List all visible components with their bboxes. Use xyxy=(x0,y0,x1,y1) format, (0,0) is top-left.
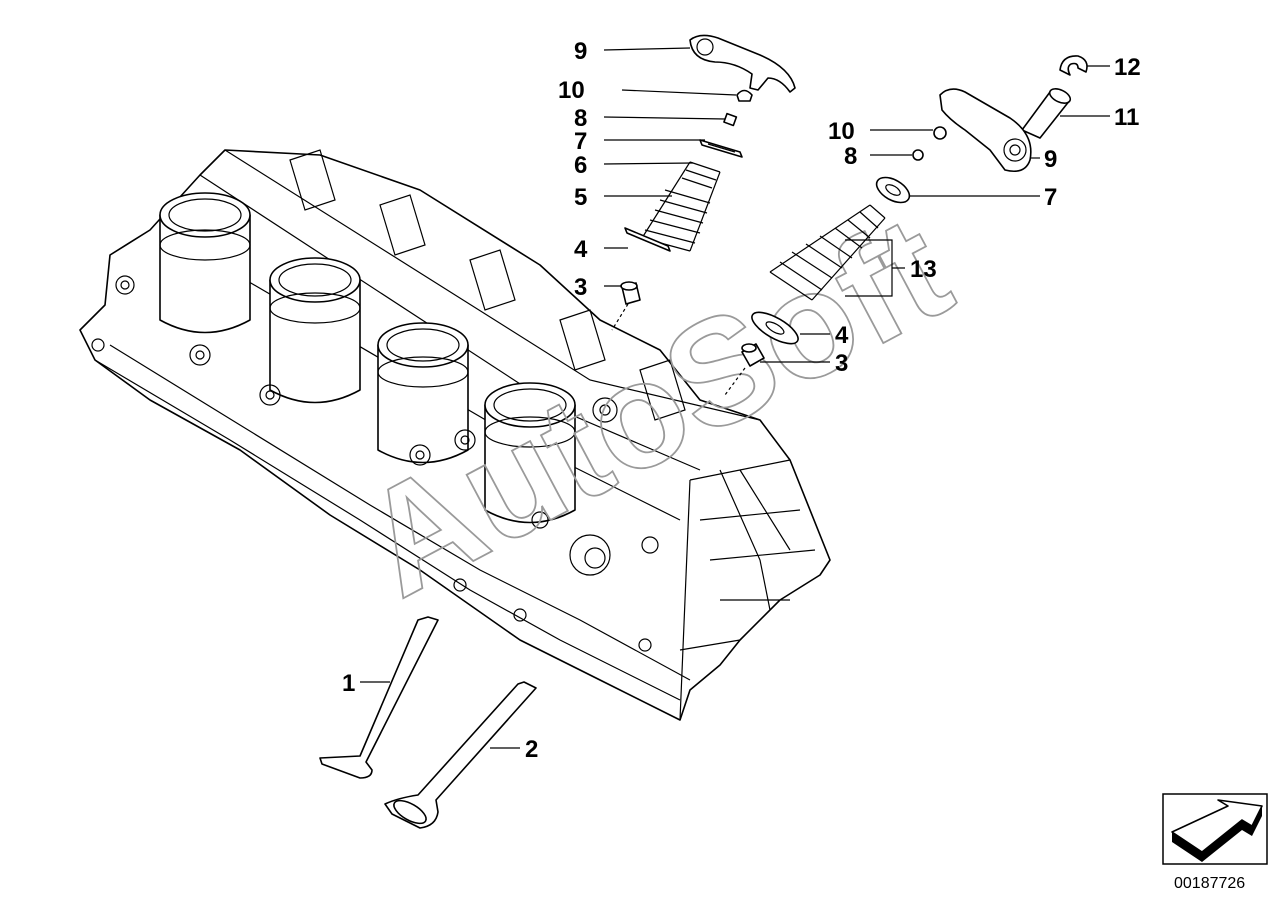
callout-2: 2 xyxy=(525,736,538,763)
callout-13: 13 xyxy=(910,256,937,283)
callout-9-right: 9 xyxy=(1044,146,1057,173)
cam-journals xyxy=(289,149,686,421)
valve-spring-right xyxy=(769,204,886,301)
callout-8-right: 8 xyxy=(844,143,857,170)
left-valve-stack xyxy=(611,34,796,331)
document-number: 00187726 xyxy=(1174,875,1245,892)
callout-4-right: 4 xyxy=(835,322,849,349)
callout-10-left: 10 xyxy=(558,77,585,104)
callout-11: 11 xyxy=(1114,104,1139,131)
right-valve-stack xyxy=(724,55,1088,396)
callout-5: 5 xyxy=(574,184,587,211)
rocker-arm-right xyxy=(939,88,1032,173)
callout-7-left: 7 xyxy=(574,128,587,155)
plug-well-2 xyxy=(269,257,361,404)
callout-labels: 9 10 8 7 6 5 4 3 12 11 10 8 9 7 13 4 3 1… xyxy=(342,38,1141,763)
callout-1: 1 xyxy=(342,670,355,697)
bolt-bosses xyxy=(91,275,659,652)
plug-well-4 xyxy=(484,382,576,524)
plug-well-1 xyxy=(159,192,251,334)
leader-lines xyxy=(360,47,1110,749)
callout-7-right: 7 xyxy=(1044,184,1057,211)
callout-12: 12 xyxy=(1114,54,1141,81)
callout-3-right: 3 xyxy=(835,350,848,377)
exhaust-valve xyxy=(384,681,537,829)
callout-8-left: 8 xyxy=(574,105,587,132)
valve-spring-left xyxy=(641,161,721,252)
cylinder-head xyxy=(79,149,831,721)
callout-3-left: 3 xyxy=(574,274,587,301)
rocker-arm-left xyxy=(689,34,796,93)
callout-9-left: 9 xyxy=(574,38,587,65)
navigation-arrow-box[interactable] xyxy=(1162,793,1268,865)
intake-valve xyxy=(319,616,439,779)
callout-10-right: 10 xyxy=(828,118,855,145)
callout-4-left: 4 xyxy=(574,236,588,263)
callout-6: 6 xyxy=(574,152,587,179)
